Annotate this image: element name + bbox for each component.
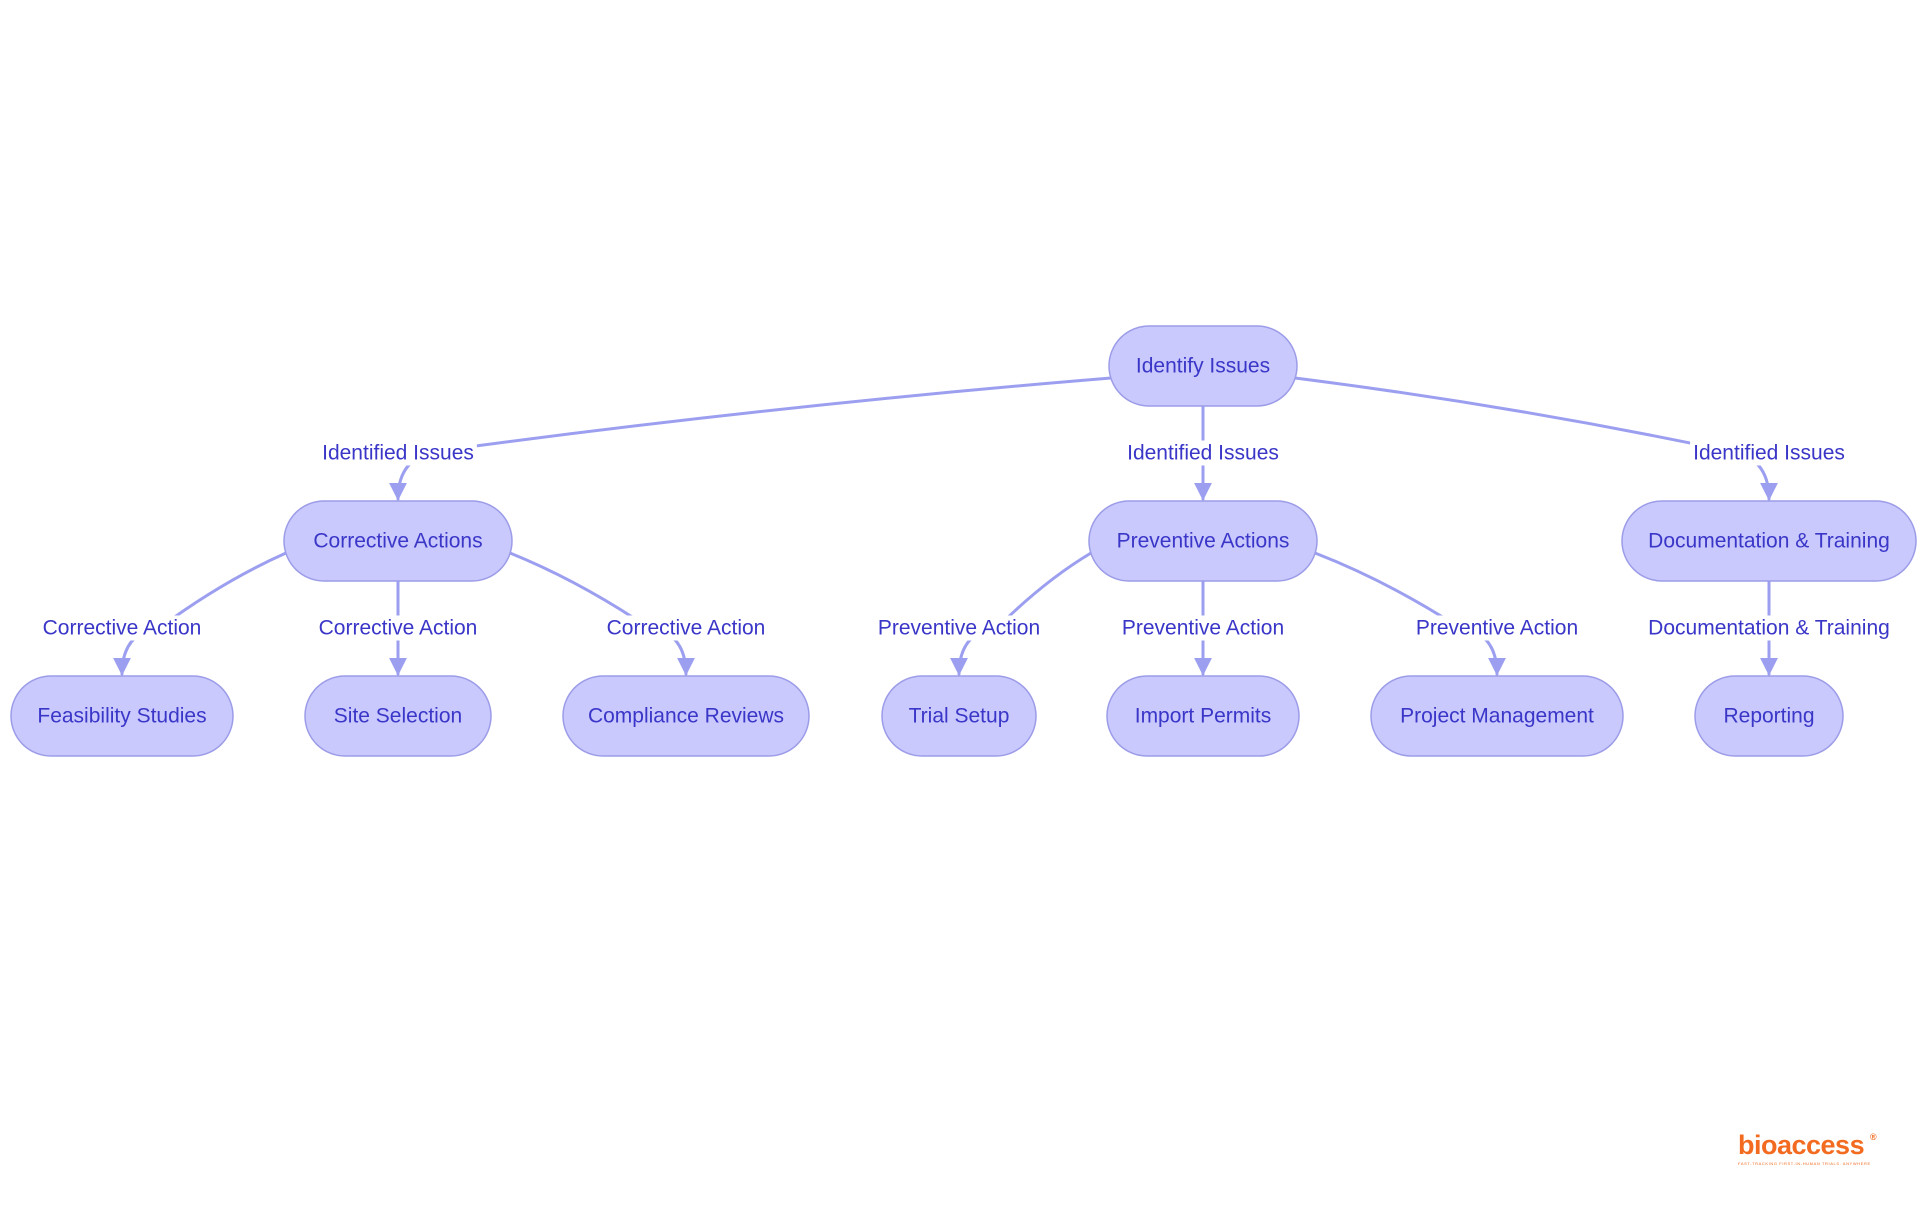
node-preventive-actions: Preventive Actions: [1088, 500, 1318, 582]
edge-label-text: Corrective Action: [319, 617, 478, 640]
node-shape: [1370, 675, 1624, 757]
node-shape: [1088, 500, 1318, 582]
node-label: Identify Issues: [1136, 355, 1270, 378]
edge-corrective-actions-to-feasibility-studies: [113, 551, 288, 676]
node-shape: [1621, 500, 1917, 582]
edge-label-text: Corrective Action: [607, 617, 766, 640]
node-shape: [881, 675, 1037, 757]
logo-tagline: FAST-TRACKING FIRST-IN-HUMAN TRIALS. ANY…: [1738, 1161, 1871, 1166]
edge-label-background: [874, 615, 1044, 641]
node-shape: [304, 675, 492, 757]
node-feasibility-studies: Feasibility Studies: [10, 675, 234, 757]
edge-label-background: [1118, 615, 1288, 641]
edge-label-background: [39, 615, 205, 641]
edge-label-text: Preventive Action: [878, 617, 1040, 640]
edge-label-text: Documentation & Training: [1648, 617, 1890, 640]
edge-label: Corrective Action: [603, 615, 769, 641]
edge-label-background: [1124, 440, 1282, 466]
edge-identify-issues-to-documentation-training: [1293, 376, 1778, 501]
node-label: Corrective Actions: [313, 530, 482, 553]
edge-label-background: [1645, 615, 1893, 641]
edge-label-text: Identified Issues: [322, 442, 474, 465]
bioaccess-logo: bioaccess ® FAST-TRACKING FIRST-IN-HUMAN…: [1738, 1132, 1878, 1172]
node-project-management: Project Management: [1370, 675, 1624, 757]
edge-label: Preventive Action: [1412, 615, 1582, 641]
node-label: Site Selection: [334, 705, 462, 728]
edge-label: Documentation & Training: [1645, 615, 1893, 641]
edge-label-text: Corrective Action: [43, 617, 202, 640]
node-documentation-training: Documentation & Training: [1621, 500, 1917, 582]
node-import-permits: Import Permits: [1106, 675, 1300, 757]
node-shape: [283, 500, 513, 582]
edge-label: Preventive Action: [1118, 615, 1288, 641]
edge-identify-issues-to-corrective-actions: [389, 376, 1113, 501]
node-shape: [1108, 325, 1298, 407]
node-compliance-reviews: Compliance Reviews: [562, 675, 810, 757]
node-label: Feasibility Studies: [37, 705, 206, 728]
edge-labels-layer: Identified Issues Identified Issues Identi…: [39, 440, 1893, 641]
edge-corrective-actions-to-compliance-reviews: [508, 551, 695, 676]
edge-label-background: [1690, 440, 1848, 466]
node-corrective-actions: Corrective Actions: [283, 500, 513, 582]
edge-label-text: Identified Issues: [1127, 442, 1279, 465]
node-label: Preventive Actions: [1117, 530, 1290, 553]
edge-label-text: Preventive Action: [1416, 617, 1578, 640]
edge-label: Identified Issues: [1124, 440, 1282, 466]
node-identify-issues: Identify Issues: [1108, 325, 1298, 407]
edge-label-text: Identified Issues: [1693, 442, 1845, 465]
node-reporting: Reporting: [1694, 675, 1844, 757]
edge-label: Corrective Action: [315, 615, 481, 641]
node-label: Reporting: [1723, 705, 1814, 728]
edge-preventive-actions-to-project-management: [1313, 551, 1506, 676]
node-shape: [10, 675, 234, 757]
edge-label-background: [319, 440, 477, 466]
node-shape: [1694, 675, 1844, 757]
node-label: Project Management: [1400, 705, 1594, 728]
edge-label-text: Preventive Action: [1122, 617, 1284, 640]
edge-preventive-actions-to-trial-setup: [950, 551, 1093, 676]
node-label: Documentation & Training: [1648, 530, 1890, 553]
logo-wordmark: bioaccess: [1738, 1130, 1865, 1160]
edge-label-background: [315, 615, 481, 641]
node-label: Trial Setup: [909, 705, 1010, 728]
edge-label: Corrective Action: [39, 615, 205, 641]
node-label: Import Permits: [1135, 705, 1272, 728]
edge-label: Preventive Action: [874, 615, 1044, 641]
node-site-selection: Site Selection: [304, 675, 492, 757]
edge-label: Identified Issues: [319, 440, 477, 466]
node-shape: [562, 675, 810, 757]
node-label: Compliance Reviews: [588, 705, 784, 728]
node-trial-setup: Trial Setup: [881, 675, 1037, 757]
node-shape: [1106, 675, 1300, 757]
edge-label-background: [603, 615, 769, 641]
edge-label: Identified Issues: [1690, 440, 1848, 466]
edge-label-background: [1412, 615, 1582, 641]
logo-registered-mark: ®: [1870, 1132, 1877, 1142]
